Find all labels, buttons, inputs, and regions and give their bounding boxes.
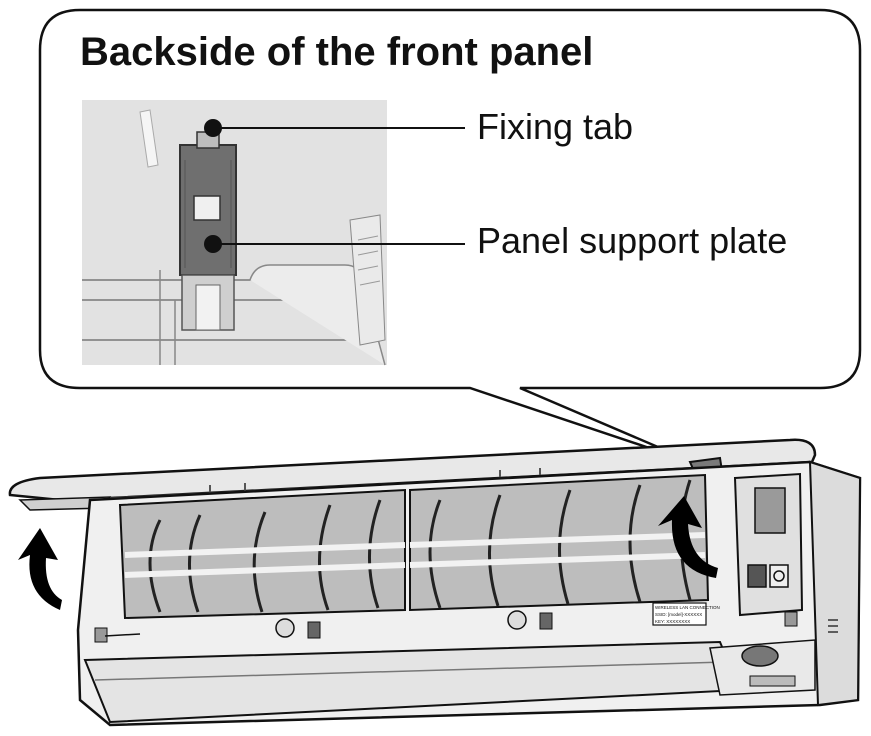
wlan-sticker bbox=[652, 602, 707, 626]
panel-support-plate-shape bbox=[179, 144, 237, 331]
air-filters bbox=[118, 473, 710, 620]
unit-details bbox=[94, 610, 816, 696]
label-panel-support-plate: Panel support plate bbox=[477, 220, 788, 261]
open-direction-arrow-right-icon bbox=[658, 496, 718, 578]
label-fixing-tab: Fixing tab bbox=[477, 106, 634, 147]
sticker-line-2: SSID: [model]-XXXXXX bbox=[655, 612, 702, 617]
callout-title: Backside of the front panel bbox=[80, 30, 594, 74]
open-direction-arrow-left-icon bbox=[18, 528, 62, 610]
sticker-line-1: WIRELESS LAN CONNECTION bbox=[655, 605, 720, 610]
leader-lines bbox=[204, 119, 465, 253]
sticker-line-3: KEY: XXXXXXXX bbox=[655, 619, 690, 624]
control-compartment bbox=[733, 472, 804, 617]
inset-closeup bbox=[82, 100, 387, 366]
